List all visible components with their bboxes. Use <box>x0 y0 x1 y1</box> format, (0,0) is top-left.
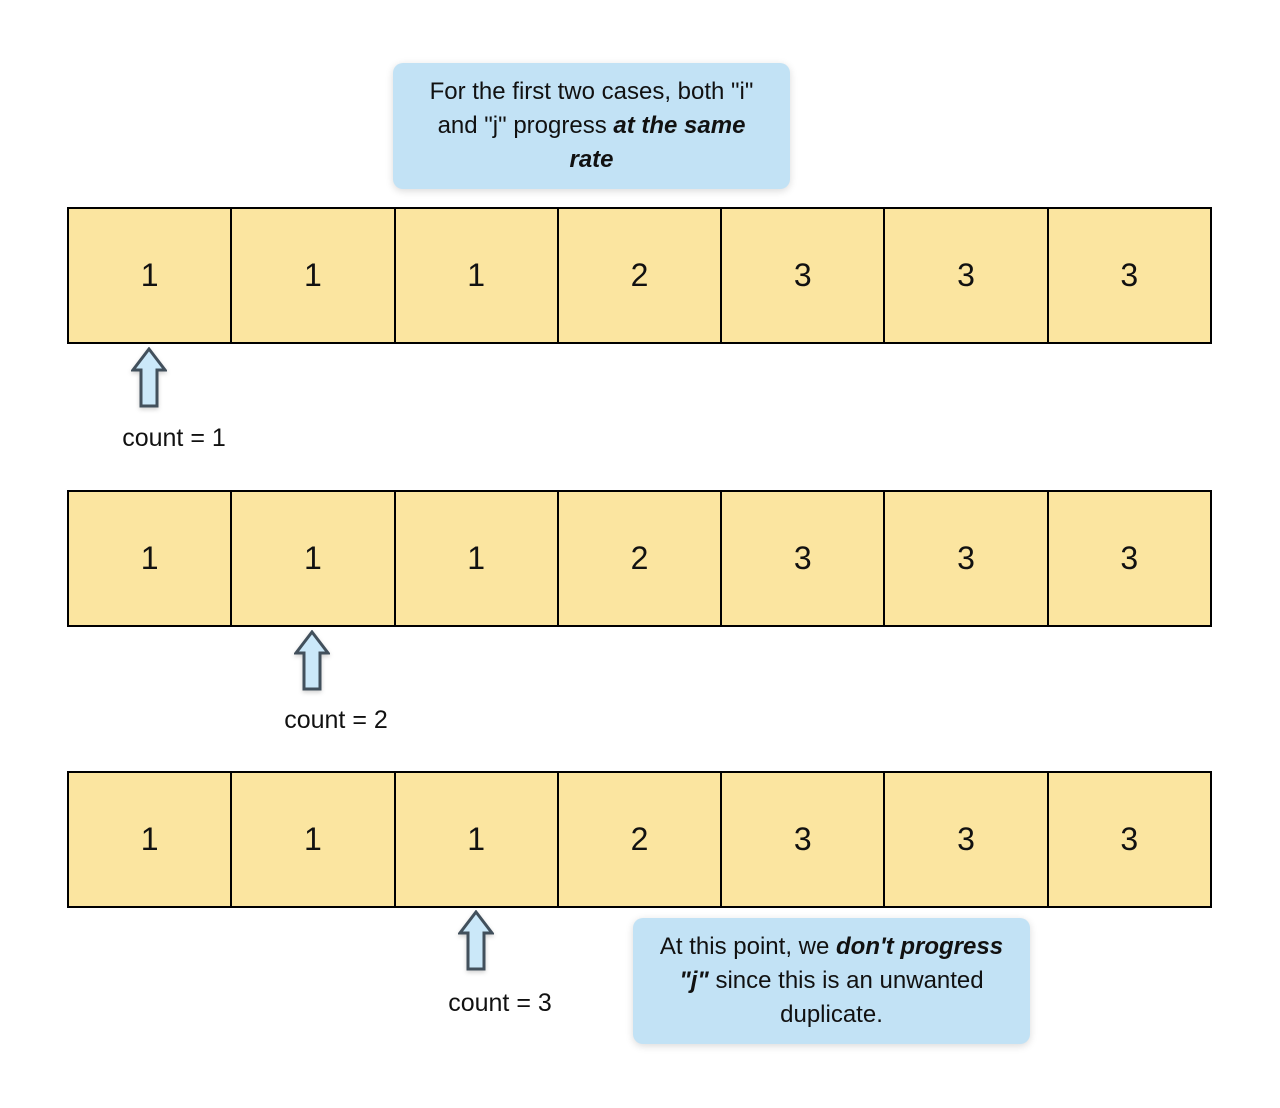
array-cell: 1 <box>395 492 559 625</box>
array-cell: 3 <box>885 773 1049 906</box>
array-cell: 3 <box>1048 492 1210 625</box>
array-cell: 1 <box>69 209 233 342</box>
array-cell: 3 <box>885 492 1049 625</box>
array-cell: 3 <box>722 773 886 906</box>
array-cell: 1 <box>395 773 559 906</box>
array-cell: 1 <box>395 209 559 342</box>
array-row-3: 1 1 1 2 3 3 3 <box>67 771 1212 908</box>
callout-duplicate: At this point, we don't progress "j" sin… <box>633 918 1030 1044</box>
callout-duplicate-text: At this point, we don't progress "j" sin… <box>657 930 1006 1032</box>
callout-same-rate: For the first two cases, both "i" and "j… <box>393 63 790 189</box>
array-cell: 3 <box>722 492 886 625</box>
callout-text-segment-emphasis: don't progress "j" <box>679 933 1004 994</box>
callout-same-rate-text: For the first two cases, both "i" and "j… <box>417 75 766 177</box>
array-cell: 1 <box>69 492 233 625</box>
callout-text-segment: At this point, we <box>659 933 837 960</box>
callout-text-segment: since this is an unwanted duplicate. <box>708 967 984 1028</box>
array-cell: 2 <box>558 209 723 342</box>
count-label-2: count = 2 <box>284 706 388 734</box>
array-cell: 2 <box>558 492 723 625</box>
array-cell: 3 <box>1048 773 1210 906</box>
up-arrow-icon <box>294 630 330 691</box>
array-cell: 3 <box>1048 209 1210 342</box>
array-cell: 1 <box>69 773 233 906</box>
array-cell: 1 <box>232 492 396 625</box>
array-cell: 1 <box>232 209 396 342</box>
array-cell: 2 <box>558 773 723 906</box>
array-row-1: 1 1 1 2 3 3 3 <box>67 207 1212 344</box>
callout-text-segment-emphasis: at the same rate <box>569 112 746 173</box>
up-arrow-icon <box>131 347 167 408</box>
array-cell: 1 <box>232 773 396 906</box>
array-row-2: 1 1 1 2 3 3 3 <box>67 490 1212 627</box>
array-cell: 3 <box>885 209 1049 342</box>
up-arrow-icon <box>458 910 494 971</box>
array-cell: 3 <box>722 209 886 342</box>
callout-text-segment: For the first two cases, both "i" and "j… <box>429 78 754 139</box>
count-label-3: count = 3 <box>448 989 552 1017</box>
count-label-1: count = 1 <box>122 424 226 452</box>
